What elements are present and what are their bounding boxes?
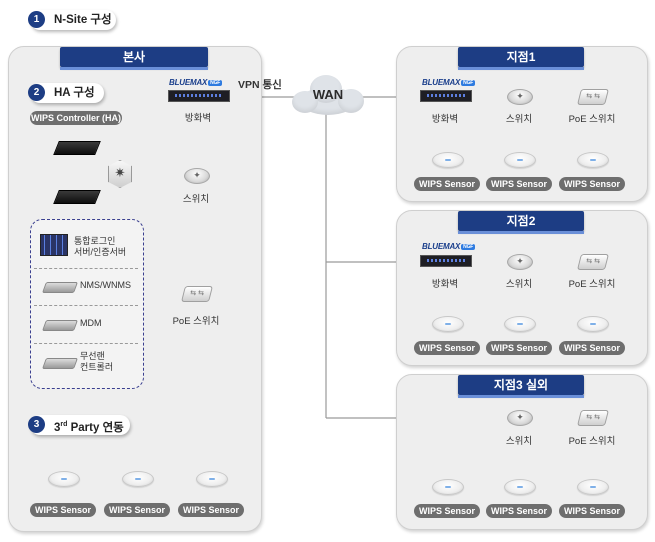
controller-server-icon <box>53 190 101 204</box>
wips-sensor-icon <box>196 471 228 487</box>
wips-sensor-icon <box>577 152 609 168</box>
integration-label: MDM <box>80 318 102 328</box>
step-nsite-label: N-Site 구성 <box>54 14 112 26</box>
wips-sensor-label: WIPS Sensor <box>559 504 625 518</box>
wips-sensor-label: WIPS Sensor <box>559 177 625 191</box>
wips-sensor-icon <box>48 471 80 487</box>
branch-3-poe-switch-label: PoE 스위치 <box>568 436 616 447</box>
branch-2-firewall-label: 방화벽 <box>431 279 459 290</box>
integration-label: 무선랜 컨트롤러 <box>80 351 114 372</box>
controller-server-icon <box>53 141 101 155</box>
wips-sensor-label: WIPS Sensor <box>30 503 96 517</box>
wips-sensor-icon <box>504 152 536 168</box>
branch-1-title: 지점1 <box>458 47 584 70</box>
appliance-icon <box>41 358 79 369</box>
hq-switch-icon <box>184 168 210 184</box>
wips-sensor-icon <box>504 316 536 332</box>
hq-firewall-icon <box>168 90 230 102</box>
branch-1-switch-icon <box>507 89 533 105</box>
step-number-2: 2 <box>28 84 45 101</box>
wips-sensor-label: WIPS Sensor <box>414 504 480 518</box>
wan-cloud-icon: WAN <box>292 73 364 117</box>
step-number-3: 3 <box>28 416 45 433</box>
controller-icon <box>108 160 132 188</box>
integration-label: NMS/WNMS <box>80 280 131 290</box>
wips-sensor-label: WIPS Sensor <box>486 177 552 191</box>
wips-sensor-icon <box>122 471 154 487</box>
branch-1-firewall-icon <box>420 90 472 102</box>
step-third-party-header: 3 3rd Party 연동 <box>28 415 130 435</box>
hq-poe-switch-icon <box>181 286 213 302</box>
wips-sensor-icon <box>432 316 464 332</box>
branch-1-panel <box>396 46 648 202</box>
branch-1-firewall-label: 방화벽 <box>431 114 459 125</box>
wips-controller-label: WIPS Controller (HA) <box>30 111 122 125</box>
step-number-1: 1 <box>28 11 45 28</box>
wips-sensor-icon <box>577 316 609 332</box>
wips-sensor-icon <box>432 152 464 168</box>
wips-sensor-label: WIPS Sensor <box>414 177 480 191</box>
branch-3-title: 지점3 실외 <box>458 375 584 398</box>
branch-2-title: 지점2 <box>458 211 584 234</box>
branch-2-poe-switch-label: PoE 스위치 <box>568 279 616 290</box>
divider <box>34 343 138 344</box>
step-ha-header: 2 HA 구성 <box>28 83 104 103</box>
wips-sensor-icon <box>577 479 609 495</box>
wips-sensor-label: WIPS Sensor <box>559 341 625 355</box>
step-third-party-label: 3rd Party 연동 <box>54 421 124 434</box>
branch-3-switch-icon <box>507 410 533 426</box>
branch-3-poe-switch-icon <box>577 410 609 426</box>
wips-sensor-label: WIPS Sensor <box>414 341 480 355</box>
hq-title: 본사 <box>60 47 208 70</box>
appliance-icon <box>41 320 79 331</box>
wips-sensor-label: WIPS Sensor <box>486 504 552 518</box>
wips-sensor-icon <box>504 479 536 495</box>
branch-2-switch-icon <box>507 254 533 270</box>
branch-3-switch-label: 스위치 <box>505 436 533 447</box>
server-blade-icon <box>40 234 68 256</box>
wips-sensor-label: WIPS Sensor <box>104 503 170 517</box>
wips-sensor-icon <box>432 479 464 495</box>
branch-2-switch-label: 스위치 <box>505 279 533 290</box>
hq-firewall-label: 방화벽 <box>184 113 212 124</box>
appliance-icon <box>41 282 79 293</box>
branch-2-panel <box>396 210 648 366</box>
integration-label: 통합로그인 서버/인증서버 <box>74 236 127 257</box>
divider <box>34 305 138 306</box>
branch-1-poe-switch-label: PoE 스위치 <box>568 114 616 125</box>
branch-2-poe-switch-icon <box>577 254 609 270</box>
divider <box>34 268 138 269</box>
branch-1-poe-switch-icon <box>577 89 609 105</box>
wips-sensor-label: WIPS Sensor <box>486 341 552 355</box>
branch-2-firewall-icon <box>420 255 472 267</box>
branch-1-switch-label: 스위치 <box>505 114 533 125</box>
step-ha-label: HA 구성 <box>54 87 95 99</box>
wips-sensor-label: WIPS Sensor <box>178 503 244 517</box>
step-nsite-header: 1 N-Site 구성 <box>28 10 116 30</box>
vpn-label: VPN 통신 <box>238 79 282 91</box>
hq-switch-label: 스위치 <box>182 194 210 205</box>
hq-poe-switch-label: PoE 스위치 <box>172 316 220 327</box>
wan-label: WAN <box>312 87 344 102</box>
